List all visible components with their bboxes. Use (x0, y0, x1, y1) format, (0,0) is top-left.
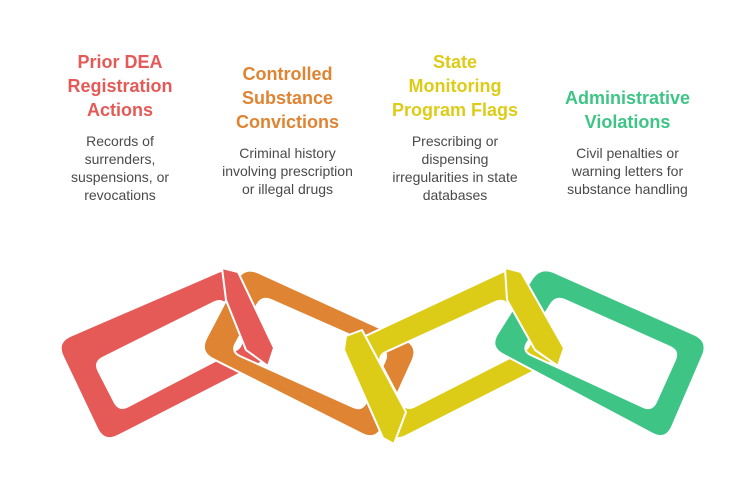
desc-line: involving prescription (222, 163, 353, 179)
title-line: Violations (584, 112, 671, 132)
desc-line: Records of (86, 133, 154, 149)
link-description: Civil penalties or warning letters for s… (540, 144, 715, 198)
link-description: Criminal history involving prescription … (200, 144, 375, 198)
title-line: State (432, 52, 477, 72)
title-line: Program Flags (391, 100, 519, 120)
title-line: Convictions (235, 112, 339, 132)
desc-line: revocations (84, 187, 156, 203)
link-state-monitoring-overlap-left (343, 329, 407, 445)
desc-line: Civil penalties or (576, 145, 679, 161)
link-label-controlled-substance: Controlled Substance Convictions Crimina… (200, 62, 375, 198)
link-description: Records of surrenders, suspensions, or r… (45, 132, 195, 204)
desc-line: irregularities in state (392, 169, 518, 185)
link-prior-dea-overlap (221, 267, 275, 367)
title-line: Administrative (564, 88, 691, 108)
desc-line: Prescribing or (411, 133, 499, 149)
desc-line: surrenders, (84, 151, 156, 167)
desc-line: Criminal history (239, 145, 336, 161)
link-label-administrative: Administrative Violations Civil penaltie… (540, 86, 715, 198)
title-line: Prior DEA (77, 52, 163, 72)
title-line: Substance (241, 88, 334, 108)
link-title: Controlled Substance Convictions (200, 62, 375, 134)
link-title: State Monitoring Program Flags (375, 50, 535, 122)
title-line: Controlled (242, 64, 333, 84)
desc-line: dispensing (421, 151, 489, 167)
title-line: Registration (67, 76, 173, 96)
link-title: Prior DEA Registration Actions (45, 50, 195, 122)
link-label-prior-dea: Prior DEA Registration Actions Records o… (45, 50, 195, 204)
desc-line: databases (422, 187, 488, 203)
link-description: Prescribing or dispensing irregularities… (375, 132, 535, 204)
desc-line: or illegal drugs (241, 181, 334, 197)
title-line: Monitoring (408, 76, 502, 96)
link-administrative (493, 269, 706, 438)
title-line: Actions (86, 100, 153, 120)
link-label-state-monitoring: State Monitoring Program Flags Prescribi… (375, 50, 535, 204)
link-title: Administrative Violations (540, 86, 715, 134)
desc-line: suspensions, or (70, 169, 170, 185)
desc-line: substance handling (567, 181, 688, 197)
desc-line: warning letters for (571, 163, 684, 179)
link-state-monitoring-overlap (504, 267, 565, 367)
